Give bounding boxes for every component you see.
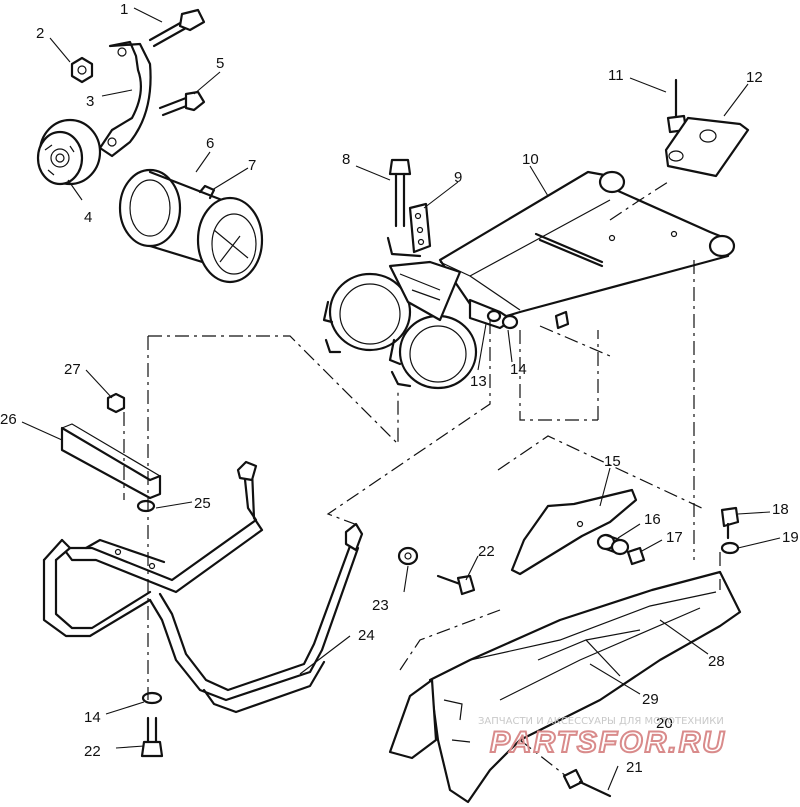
- part-washer-23: [397, 546, 419, 566]
- watermark-caption: ЗАПЧАСТИ И АКСЕССУАРЫ ДЛЯ МОТОТЕХНИКИ: [478, 716, 724, 727]
- callout-29: 29: [642, 691, 659, 708]
- part-bracket-12: [664, 116, 750, 178]
- part-washer-14-bottom: [141, 691, 163, 705]
- callout-28: 28: [708, 653, 725, 670]
- callout-20: 20: [656, 715, 673, 732]
- callout-6: 6: [206, 135, 214, 152]
- callout-9: 9: [454, 169, 462, 186]
- part-nut-27: [106, 392, 126, 414]
- callout-27: 27: [64, 361, 81, 378]
- callout-17: 17: [666, 529, 683, 546]
- part-bolt-17: [626, 546, 646, 566]
- callout-14: 14: [510, 361, 527, 378]
- callout-labels: 1 2 3 4 5 6 7 8 9 10 11 12 13 14 15 16 1…: [0, 1, 799, 776]
- callout-23: 23: [372, 597, 389, 614]
- part-washer-13: [486, 309, 502, 323]
- part-plate-9: [386, 202, 432, 258]
- callout-18: 18: [772, 501, 789, 518]
- callout-22-bottom: 22: [84, 743, 101, 760]
- callout-11: 11: [608, 67, 624, 84]
- callout-4: 4: [84, 209, 92, 226]
- part-bolt-22-center: [436, 574, 476, 596]
- part-washer-19: [720, 541, 740, 555]
- callout-8: 8: [342, 151, 350, 168]
- part-wheel-4: [36, 118, 102, 186]
- part-washer-14: [501, 314, 519, 330]
- callout-24: 24: [358, 627, 375, 644]
- callout-13: 13: [470, 373, 487, 390]
- part-bracket-15: [510, 488, 638, 576]
- part-bolt-22-bottom: [140, 716, 164, 758]
- assembly-lines: [123, 181, 721, 777]
- part-bolt-1: [148, 8, 206, 48]
- callout-10: 10: [522, 151, 539, 168]
- part-bushing-16: [596, 533, 630, 556]
- part-spool-6: [118, 168, 264, 284]
- callout-7: 7: [248, 157, 256, 174]
- part-bolt-18: [720, 506, 740, 540]
- part-washer-25: [136, 499, 156, 513]
- part-clamp-3: [98, 40, 152, 158]
- callout-15: 15: [604, 453, 621, 470]
- watermark-brand: PARTSFOR.RU: [490, 726, 726, 759]
- part-bumper-24: [42, 460, 364, 714]
- part-bolt-5: [158, 90, 206, 117]
- callout-22: 22: [478, 543, 495, 560]
- part-clip-7: [198, 184, 216, 200]
- part-pin-21: [562, 768, 612, 798]
- part-nut-2: [70, 56, 94, 84]
- callout-2: 2: [36, 25, 44, 42]
- callout-3: 3: [86, 93, 94, 110]
- part-bolt-8: [388, 158, 412, 228]
- callout-16: 16: [644, 511, 661, 528]
- part-chain-guard: [388, 570, 742, 804]
- callout-1: 1: [120, 1, 128, 18]
- part-clamp-rings: [322, 260, 514, 390]
- callout-14-bottom: 14: [84, 709, 101, 726]
- watermark: ЗАПЧАСТИ И АКСЕССУАРЫ ДЛЯ МОТОТЕХНИКИ PA…: [478, 716, 726, 760]
- callout-26: 26: [0, 411, 17, 428]
- callout-21: 21: [626, 759, 643, 776]
- leader-lines: [21, 7, 781, 791]
- callout-25: 25: [194, 495, 211, 512]
- part-plate-26: [60, 423, 162, 500]
- callout-5: 5: [216, 55, 224, 72]
- callout-12: 12: [746, 69, 763, 86]
- callout-19: 19: [782, 529, 799, 546]
